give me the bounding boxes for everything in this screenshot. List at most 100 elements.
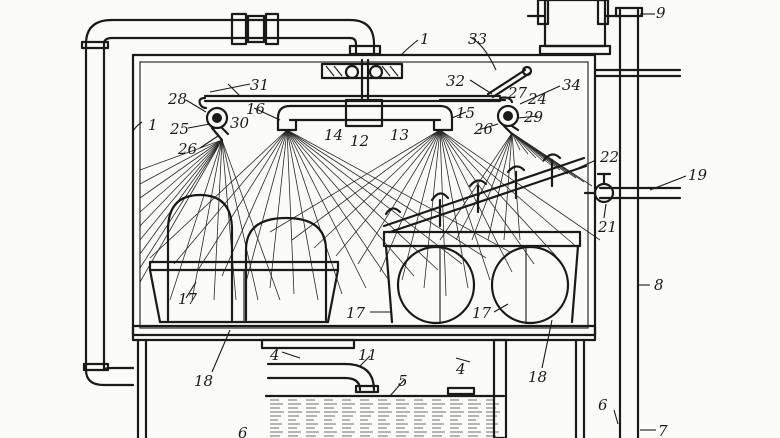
- spray-ray: [139, 139, 223, 255]
- label-8: 8: [654, 276, 664, 294]
- spray-ray: [313, 129, 441, 249]
- label-26-right: 26: [473, 120, 494, 138]
- spray-ray: [439, 132, 513, 241]
- supply-pipe: [80, 12, 382, 387]
- label-28: 28: [167, 90, 187, 108]
- spray-ray: [139, 139, 223, 269]
- spray-ray: [139, 139, 223, 283]
- spray-ray: [221, 139, 237, 301]
- bottle-left-1: [166, 193, 234, 322]
- spray-ray: [503, 132, 513, 241]
- label-9: 9: [656, 4, 666, 22]
- spray-ray: [221, 139, 259, 301]
- label-6-right: 6: [598, 396, 608, 414]
- label-18-right: 18: [528, 368, 547, 386]
- spray-ray: [139, 139, 223, 241]
- label-5: 5: [398, 372, 408, 390]
- spray-ray: [291, 129, 441, 241]
- label-17-left: 17: [178, 290, 198, 308]
- central-tee: [344, 98, 384, 128]
- label-7: 7: [658, 422, 668, 438]
- spray-ray: [213, 139, 223, 301]
- label-4-right: 4: [455, 360, 466, 378]
- spray-ray: [439, 129, 579, 249]
- spray-ray: [335, 129, 441, 257]
- label-24: 24: [527, 90, 547, 108]
- shelf-plate: [131, 324, 597, 342]
- spray-ray: [286, 129, 319, 301]
- spray-ray: [173, 129, 288, 265]
- spray-ray: [511, 132, 529, 155]
- spray-ray: [191, 139, 223, 301]
- spray-ray: [149, 129, 288, 259]
- label-26-left: 26: [177, 140, 198, 158]
- label-17-right: 17: [472, 304, 492, 322]
- spray-ray: [286, 129, 295, 295]
- spray-ray: [245, 129, 288, 283]
- label-29: 29: [523, 108, 544, 126]
- spray-ray: [511, 132, 537, 159]
- label-12: 12: [350, 132, 369, 150]
- spray-ray: [471, 132, 513, 241]
- spray-ray: [269, 129, 441, 233]
- cabinet-inner-frame: [139, 61, 589, 329]
- spray-ray: [439, 129, 557, 257]
- spray-ray: [221, 139, 281, 301]
- label-34: 34: [562, 76, 581, 94]
- bottle-right-2: [490, 245, 570, 325]
- left-basket: [148, 193, 340, 324]
- leader-lines: [133, 13, 687, 431]
- spray-ray: [286, 129, 487, 259]
- spray-ray: [286, 129, 367, 289]
- spray-ray: [379, 129, 441, 273]
- spray-ray: [139, 139, 223, 199]
- lower-tank: [260, 338, 508, 438]
- spray-ray: [286, 129, 391, 283]
- spray-ray: [139, 139, 223, 171]
- label-13: 13: [390, 126, 409, 144]
- spray-ray: [439, 129, 535, 265]
- label-27: 27: [507, 84, 528, 102]
- water-hatching: [270, 399, 500, 437]
- label-25: 25: [169, 120, 189, 138]
- spray-ray: [139, 139, 223, 185]
- spray-ray: [169, 139, 223, 301]
- label-6-bottom: 6: [238, 424, 248, 438]
- spray-ray: [286, 129, 343, 295]
- spray-ray: [139, 139, 223, 213]
- label-1-top: 1: [420, 30, 430, 48]
- spray-ray: [139, 139, 223, 227]
- spray-ray: [401, 129, 441, 281]
- spray-ray: [357, 129, 441, 265]
- label-19: 19: [688, 166, 708, 184]
- label-21: 21: [597, 218, 617, 236]
- label-30: 30: [230, 114, 250, 132]
- spray-rays: [139, 129, 601, 301]
- bottle-left-2: [244, 216, 328, 322]
- label-15: 15: [456, 104, 475, 122]
- label-17-mid: 17: [346, 304, 366, 322]
- label-18-left: 18: [194, 372, 213, 390]
- motor-assembly: [526, 0, 682, 438]
- spray-ray: [286, 129, 415, 277]
- label-11: 11: [358, 346, 377, 364]
- spray-ray: [286, 129, 463, 265]
- right-basket: [382, 153, 588, 325]
- bottle-right-1: [396, 245, 476, 325]
- label-16: 16: [246, 100, 266, 118]
- label-32: 32: [446, 72, 465, 90]
- spray-manifold: [198, 65, 533, 142]
- spray-ray: [511, 132, 521, 151]
- spray-ray: [439, 129, 601, 241]
- reference-labels: 1 1 33 9 31 32 34 28 16 27 24 25 30 12 1…: [148, 4, 708, 438]
- label-14: 14: [324, 126, 343, 144]
- spray-ray: [269, 129, 288, 289]
- spray-ray: [439, 129, 491, 281]
- label-31: 31: [250, 76, 269, 94]
- label-1-left: 1: [148, 116, 158, 134]
- side-valve: [583, 172, 682, 204]
- spray-ray: [197, 129, 288, 271]
- label-4-left: 4: [269, 346, 280, 364]
